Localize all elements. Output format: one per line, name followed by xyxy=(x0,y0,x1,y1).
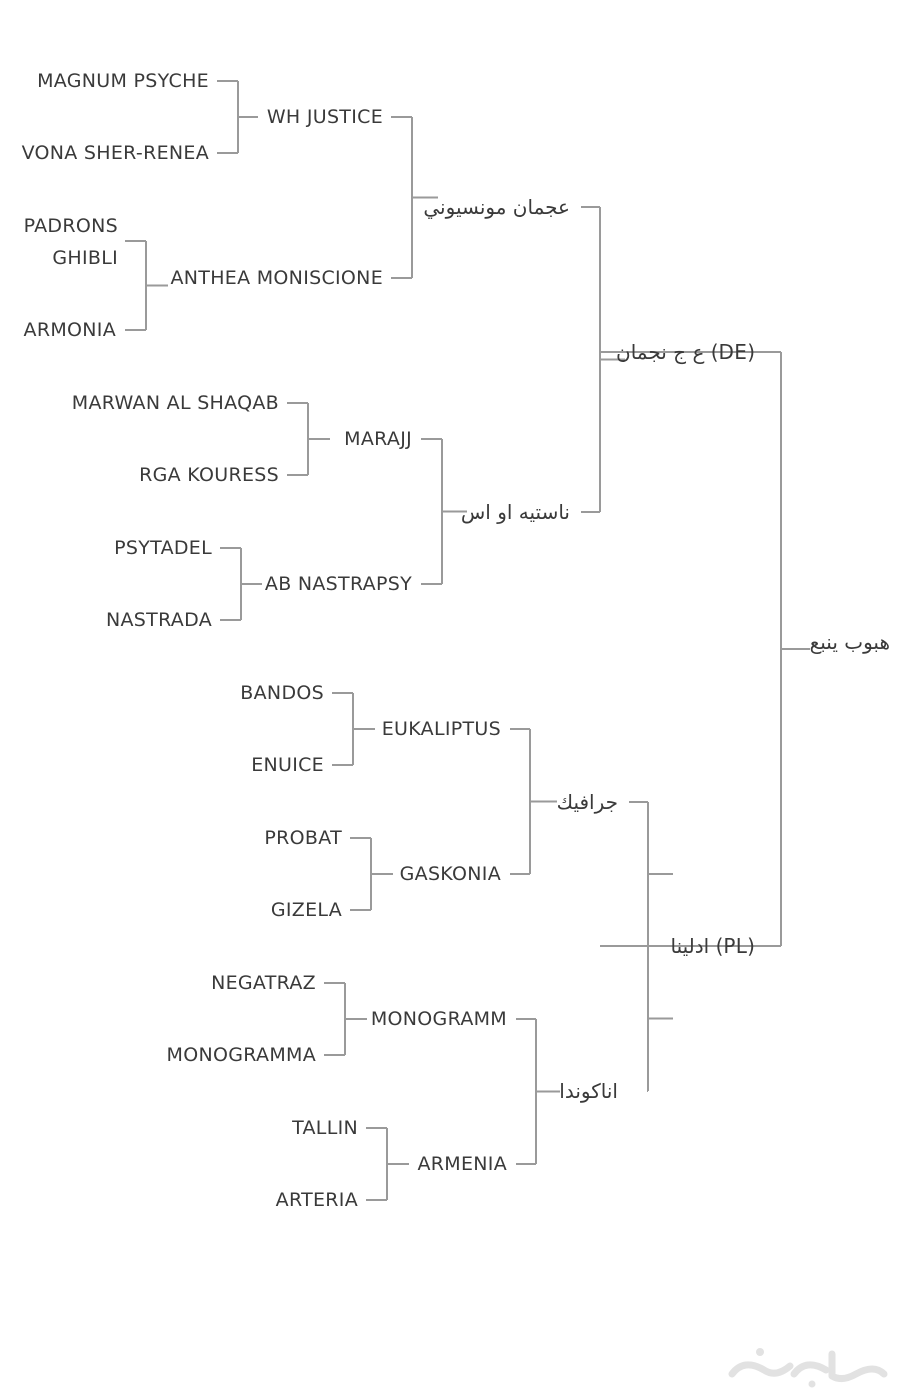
gggp-name: TALLIN xyxy=(292,1117,358,1139)
ggp-name: ARMENIA xyxy=(417,1153,507,1175)
haraj-logo-watermark-icon xyxy=(728,1348,888,1388)
ggp-name: GASKONIA xyxy=(399,863,501,885)
gggp-name: MONOGRAMMA xyxy=(166,1044,316,1066)
gggp-name: RGA KOURESS xyxy=(139,464,279,486)
extra-name: PADRONS xyxy=(23,215,118,237)
ggp-name: WH JUSTICE xyxy=(266,106,383,128)
gggp-name: MARWAN AL SHAQAB xyxy=(71,392,279,414)
gggp-name: ENUICE xyxy=(251,754,324,776)
ggp-name: EUKALIPTUS xyxy=(381,718,501,740)
dam-name: ادلينا (PL) xyxy=(670,934,755,958)
gggp-name: PROBAT xyxy=(264,827,342,849)
sire-sire-name: عجمان مونسيوني xyxy=(423,195,570,219)
sire-dam-name: ناستيه او اس xyxy=(460,500,570,524)
gggp-name: ARTERIA xyxy=(275,1189,358,1211)
gggp-name: VONA SHER-RENEA xyxy=(21,142,209,164)
gggp-name: NASTRADA xyxy=(106,609,212,631)
gggp-name: PSYTADEL xyxy=(114,537,212,559)
ggp-name: AB NASTRAPSY xyxy=(264,573,412,595)
ggp-name: ANTHEA MONISCIONE xyxy=(170,267,383,289)
root-name: هبوب ينبع xyxy=(809,630,890,654)
gggp-name: GIZELA xyxy=(270,899,342,921)
ggp-name: MONOGRAMM xyxy=(370,1008,507,1030)
gggp-name: ARMONIA xyxy=(23,319,116,341)
gggp-name: GHIBLI xyxy=(52,247,118,269)
gggp-name: MAGNUM PSYCHE xyxy=(37,70,209,92)
gggp-name: NEGATRAZ xyxy=(211,972,316,994)
ggp-name: MARAJJ xyxy=(344,428,412,450)
dam-dam-name: اناكوندا xyxy=(559,1079,618,1103)
sire-name: ع ج نجمان (DE) xyxy=(616,340,755,364)
dam-sire-name: جرافيك xyxy=(556,790,618,814)
gggp-name: BANDOS xyxy=(240,682,324,704)
